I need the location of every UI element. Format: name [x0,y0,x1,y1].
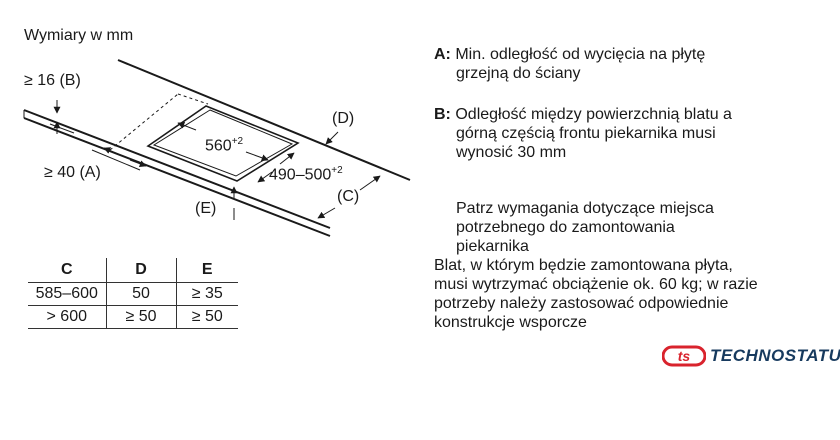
table-header-d: D [105,258,176,283]
cutout-outline [146,105,300,182]
worktop-back-edge [117,59,411,181]
label-a: ≥ 40 (A) [44,164,101,181]
cutout-inner-outline [152,109,294,177]
note-a: A: Min. odległość od wycięcia na płytę g… [434,46,706,82]
label-b: ≥ 16 (B) [24,72,81,89]
label-c: (C) [337,188,360,205]
table-row: > 600 ≥ 50 ≥ 50 [28,305,238,329]
dim-depth: 490–500+2 [269,165,343,184]
note-oven: Patrz wymagania dotyczące miejsca potrze… [456,200,714,255]
technostatus-logo-mark: ts [662,345,706,367]
clearance-table: C D E 585–600 50 ≥ 35 > 600 ≥ 50 ≥ 50 [28,258,238,329]
svg-text:ts: ts [678,348,691,364]
dimensions-caption: Wymiary w mm [24,27,134,44]
table-header-e: E [175,258,238,283]
note-b: B: Odległość między powierzchnią blatu a… [434,106,732,161]
table-row: 585–600 50 ≥ 35 [28,282,238,306]
note-worktop: Blat, w którym będzie zamontowana płyta,… [434,257,758,331]
label-d: (D) [332,110,355,127]
dim-width: 560+2 [205,136,244,155]
logo-text: TECHNOSTATUS [710,346,840,365]
label-e: (E) [195,200,217,217]
table-header-c: C [28,258,106,283]
technostatus-logo: ts TECHNOSTATUS [662,344,840,368]
worktop-front-edge [23,109,331,229]
worktop-bottom-edge [23,117,331,237]
